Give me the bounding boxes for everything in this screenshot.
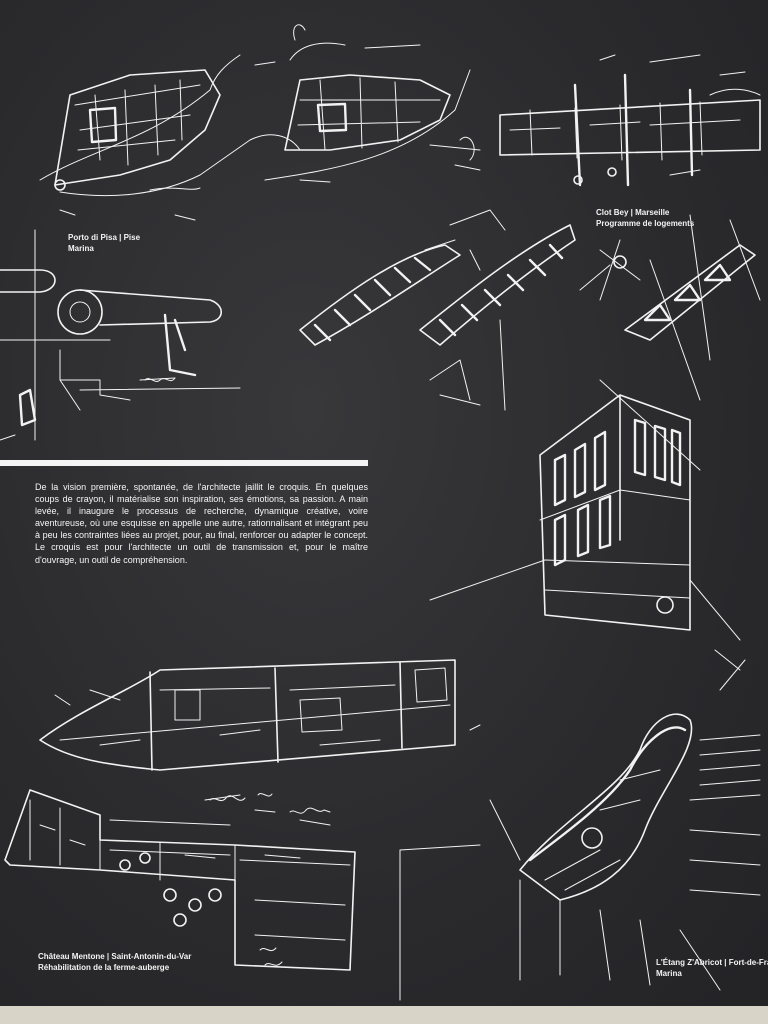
caption-etang-line1: L'Étang Z'Abricot | Fort-de-France <box>656 958 768 967</box>
block-diagram-sketch <box>579 214 761 401</box>
marina-sketch <box>399 649 761 1001</box>
caption-chateau-line2: Réhabilitation de la ferme-auberge <box>38 963 170 972</box>
chateau-plan-sketch <box>4 789 356 971</box>
caption-clot-line2: Programme de logements <box>596 219 695 228</box>
caption-etang-line2: Marina <box>656 969 682 978</box>
caption-porto-line1: Porto di Pisa | Pise <box>68 233 141 242</box>
caption-chateau-line1: Château Mentone | Saint-Antonin-du-Var <box>38 952 192 961</box>
intro-paragraph: De la vision première, spontanée, de l'a… <box>35 482 368 565</box>
caption-porto-line2: Marina <box>68 244 94 253</box>
leaf-plan-sketch <box>39 659 481 771</box>
caption-chateau: Château Mentone | Saint-Antonin-du-Var R… <box>38 951 191 973</box>
caption-porto: Porto di Pisa | Pise Marina <box>68 232 140 254</box>
divider-rule <box>0 460 368 466</box>
tower-perspective-sketch <box>429 379 741 641</box>
housing-blocks-sketch <box>299 209 576 411</box>
caption-etang: L'Étang Z'Abricot | Fort-de-France Marin… <box>656 957 768 979</box>
wall-strip <box>0 1006 768 1024</box>
section-sketch <box>0 229 241 441</box>
porto-plan-sketch <box>39 54 301 221</box>
handwritten-annotations <box>144 377 331 966</box>
caption-clot: Clot Bey | Marseille Programme de logeme… <box>596 207 694 229</box>
porto-plan-sketch-2 <box>254 24 481 183</box>
clot-bey-plan-sketch <box>499 54 761 187</box>
caption-clot-line1: Clot Bey | Marseille <box>596 208 670 217</box>
